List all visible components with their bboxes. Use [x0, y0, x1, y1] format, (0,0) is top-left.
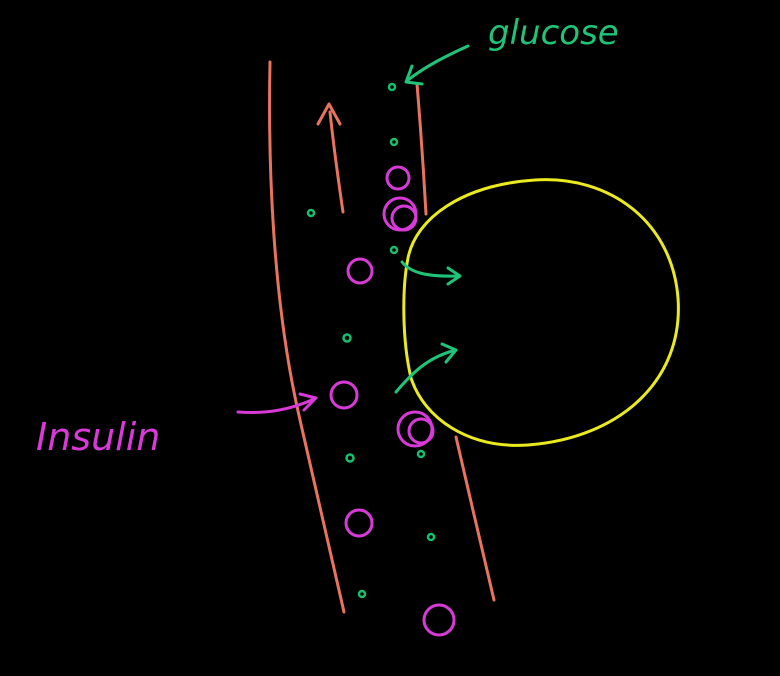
glucose-molecules [306, 82, 436, 599]
vessel-wall-right-upper [415, 82, 428, 216]
glucose-molecule [342, 333, 352, 343]
glucose-molecule [426, 532, 436, 542]
glucose-molecule [345, 453, 355, 463]
insulin-molecule [390, 204, 418, 232]
glucose-molecule [416, 449, 426, 459]
vessel-wall-right-lower [454, 435, 496, 602]
glucose-entry-arrow-upper [400, 260, 462, 286]
insulin-molecule [422, 603, 456, 637]
glucose-label-arrow [404, 44, 470, 86]
insulin-molecules [329, 165, 456, 637]
insulin-molecule [385, 165, 411, 191]
glucose-molecule [389, 137, 399, 147]
glucose-molecule [389, 245, 399, 255]
glucose-label: glucose [488, 13, 619, 53]
glucose-entry-arrow-lower [394, 342, 458, 394]
glucose-molecule [306, 208, 316, 218]
insulin-label: Insulin [36, 415, 160, 459]
vessel-wall-left [268, 60, 346, 614]
insulin-molecule [344, 508, 374, 538]
flow-arrow [316, 102, 345, 214]
glucose-molecule [387, 82, 397, 92]
cell [402, 178, 680, 447]
insulin-label-arrow [236, 392, 318, 414]
insulin-molecule [329, 380, 359, 410]
insulin-molecule [407, 417, 435, 445]
glucose-molecule [357, 589, 367, 599]
insulin-molecule [382, 196, 418, 232]
insulin-molecule [346, 257, 374, 285]
